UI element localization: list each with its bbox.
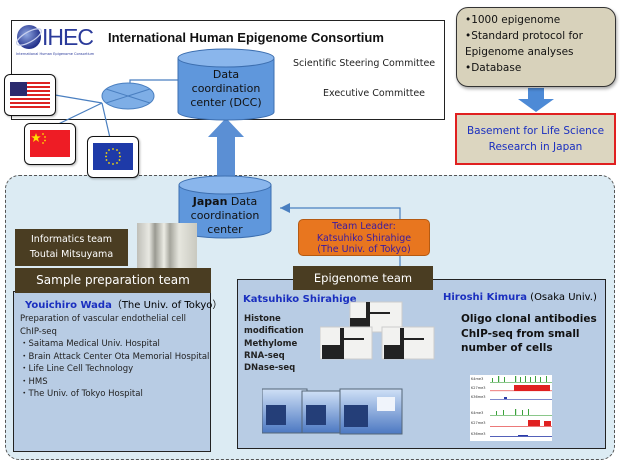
chipseq-tracks: K4me3 K27me3 K36me3 K4me3 K27me3 K36me3 [471,376,552,437]
sample-site: ・Life Line Cell Technology [20,364,134,374]
eu-flag-icon [93,143,133,170]
down-arrow-head [518,99,554,112]
sequencer-2 [320,326,373,360]
sample-prep-panel [13,291,211,452]
japan-dcc-line: coordination [190,209,260,222]
ihec-logo-text: IHEC [42,24,94,50]
usa-flag-card [4,74,56,116]
sample-site: ・Saitama Medical Univ. Hospital [20,339,160,349]
task-item: Methylome [244,338,298,349]
outcome-box: Basement for Life Science Research in Ja… [455,113,616,165]
track-label: K27me3 [471,386,486,390]
china-flag-card [24,123,76,165]
kimura-lead: Hiroshi Kimura (Osaka Univ.) [443,292,597,303]
shirahige-name: Katsuhiko Shirahige [243,294,357,305]
informatics-team-box: Informatics team Toutai Mitsuyama [15,229,128,266]
sample-description: ChIP-seq [20,326,57,337]
sample-lead-affil: （The Univ. of Tokyo） [111,300,223,311]
sample-prep-header: Sample preparation team [15,268,211,293]
team-leader-name: Katsuhiko Shirahige [316,232,412,244]
task-item: DNase-seq [244,363,296,374]
sample-site: ・The Univ. of Tokyo Hospital [20,389,143,399]
arrowhead-left [280,203,290,213]
track-k27-1 [490,385,552,392]
team-leader-box: Team Leader: Katsuhiko Shirahige (The Un… [298,219,430,256]
goal-item: •Database [465,62,522,74]
kimura-name: Hiroshi Kimura [443,292,527,303]
dcc-label: Data coordination center (DCC) [178,68,274,110]
sample-site: ・Brain Attack Center Ota Memorial Hospit… [20,351,210,362]
scientific-steering-committee: Scientific Steering Committee [293,58,436,69]
sequencer-machines [320,301,435,360]
eu-connector [101,102,111,139]
up-arrow-shaft [217,136,235,176]
blue-instruments [262,388,403,435]
japan-dcc-label: Japan Data coordination center [179,195,271,237]
task-item: modification [244,326,304,337]
sample-prep-list: Preparation of vascular endothelial cell… [20,313,209,401]
track-k27-2 [490,420,552,427]
japan-bold: Japan [192,195,228,208]
goals-box: •1000 epigenome •Standard protocol for E… [456,7,616,87]
server-room-photo [137,223,197,268]
dcc-line: coordination [191,82,261,95]
down-arrow-shaft [528,88,544,100]
track-label: K4me3 [471,377,483,381]
sequencer-3 [381,326,435,360]
sample-lead-name: Youichiro Wada [25,300,112,311]
ihec-globe-icon [16,25,42,49]
dcc-line: center (DCC) [190,96,262,109]
japan-dcc-cylinder [178,175,272,239]
team-leader-affil: (The Univ. of Tokyo) [317,244,411,255]
outcome-line: Research in Japan [488,141,583,153]
team-leader-label: Team Leader: [332,221,396,232]
track-label: K27me3 [471,421,486,425]
usa-connector [54,94,103,104]
kimura-affil: (Osaka Univ.) [526,292,597,303]
eu-flag-card [87,136,139,178]
sample-description: Preparation of vascular endothelial cell [20,314,186,324]
goal-item: Epigenome analyses [465,46,574,58]
informatics-team-lead: Toutai Mitsuyama [29,249,114,260]
sample-lead: Youichiro Wada（The Univ. of Tokyo） [25,296,222,311]
outcome-line: Basement for Life Science [466,125,605,137]
shirahige-tasks: Histone modification Methylome RNA-seq D… [244,313,304,374]
chipseq-track-figure: K4me3 K27me3 K36me3 K4me3 K27me3 K36me3 [470,375,552,441]
epigenome-team-header: Epigenome team [293,266,433,290]
ihec-logo-subtitle: International Human Epigenome Consortium [16,52,95,56]
track-label: K36me3 [471,395,486,399]
dcc-cylinder [177,48,275,121]
usa-flag-icon [10,82,50,108]
kimura-tasks: Oligo clonal antibodies ChIP-seq from sm… [461,312,597,356]
dcc-line: Data [212,68,240,81]
sample-site: ・HMS [20,376,48,387]
task-item: number of cells [461,342,553,354]
japan-rest: Data [227,195,258,208]
task-item: ChIP-seq from small [461,327,580,340]
goal-item: •Standard protocol for [465,30,583,42]
task-item: Histone [244,314,281,324]
leader-japan-dcc-connector [280,207,401,219]
instrument-1 [262,388,308,434]
ihec-title: International Human Epigenome Consortium [108,30,384,45]
track-k4-1 [490,376,552,383]
up-arrow-head [208,118,244,137]
track-k36-1 [490,397,552,400]
informatics-team-label: Informatics team [31,234,112,245]
japan-dcc-line: center [207,223,243,236]
task-item: RNA-seq [244,350,285,361]
china-flag-icon [30,130,70,157]
track-label: K4me3 [471,411,483,415]
track-label: K36me3 [471,432,486,436]
japan-dcc-line: Japan Data [179,195,271,209]
instrument-3 [339,388,403,435]
executive-committee: Executive Committee [323,88,426,99]
task-item: Oligo clonal antibodies [461,313,597,325]
goal-item: •1000 epigenome [465,14,561,26]
track-k4-2 [490,409,552,416]
track-k36-2 [490,435,552,437]
